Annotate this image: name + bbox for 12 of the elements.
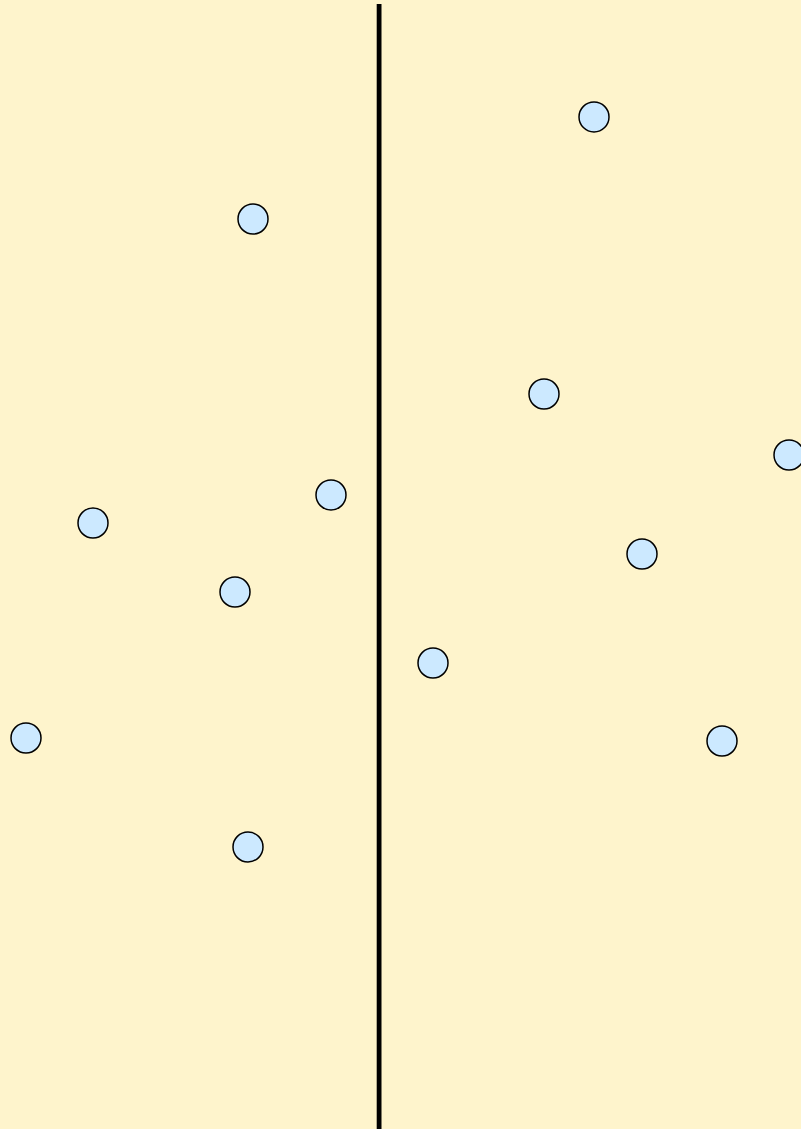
circle [773,439,801,471]
circle [232,831,264,863]
circle [237,203,269,235]
circle [417,647,449,679]
circle [315,479,347,511]
circle [10,722,42,754]
circle [706,725,738,757]
circle [528,378,560,410]
circle [578,101,610,133]
circle [219,576,251,608]
circle [77,507,109,539]
circle [626,538,658,570]
